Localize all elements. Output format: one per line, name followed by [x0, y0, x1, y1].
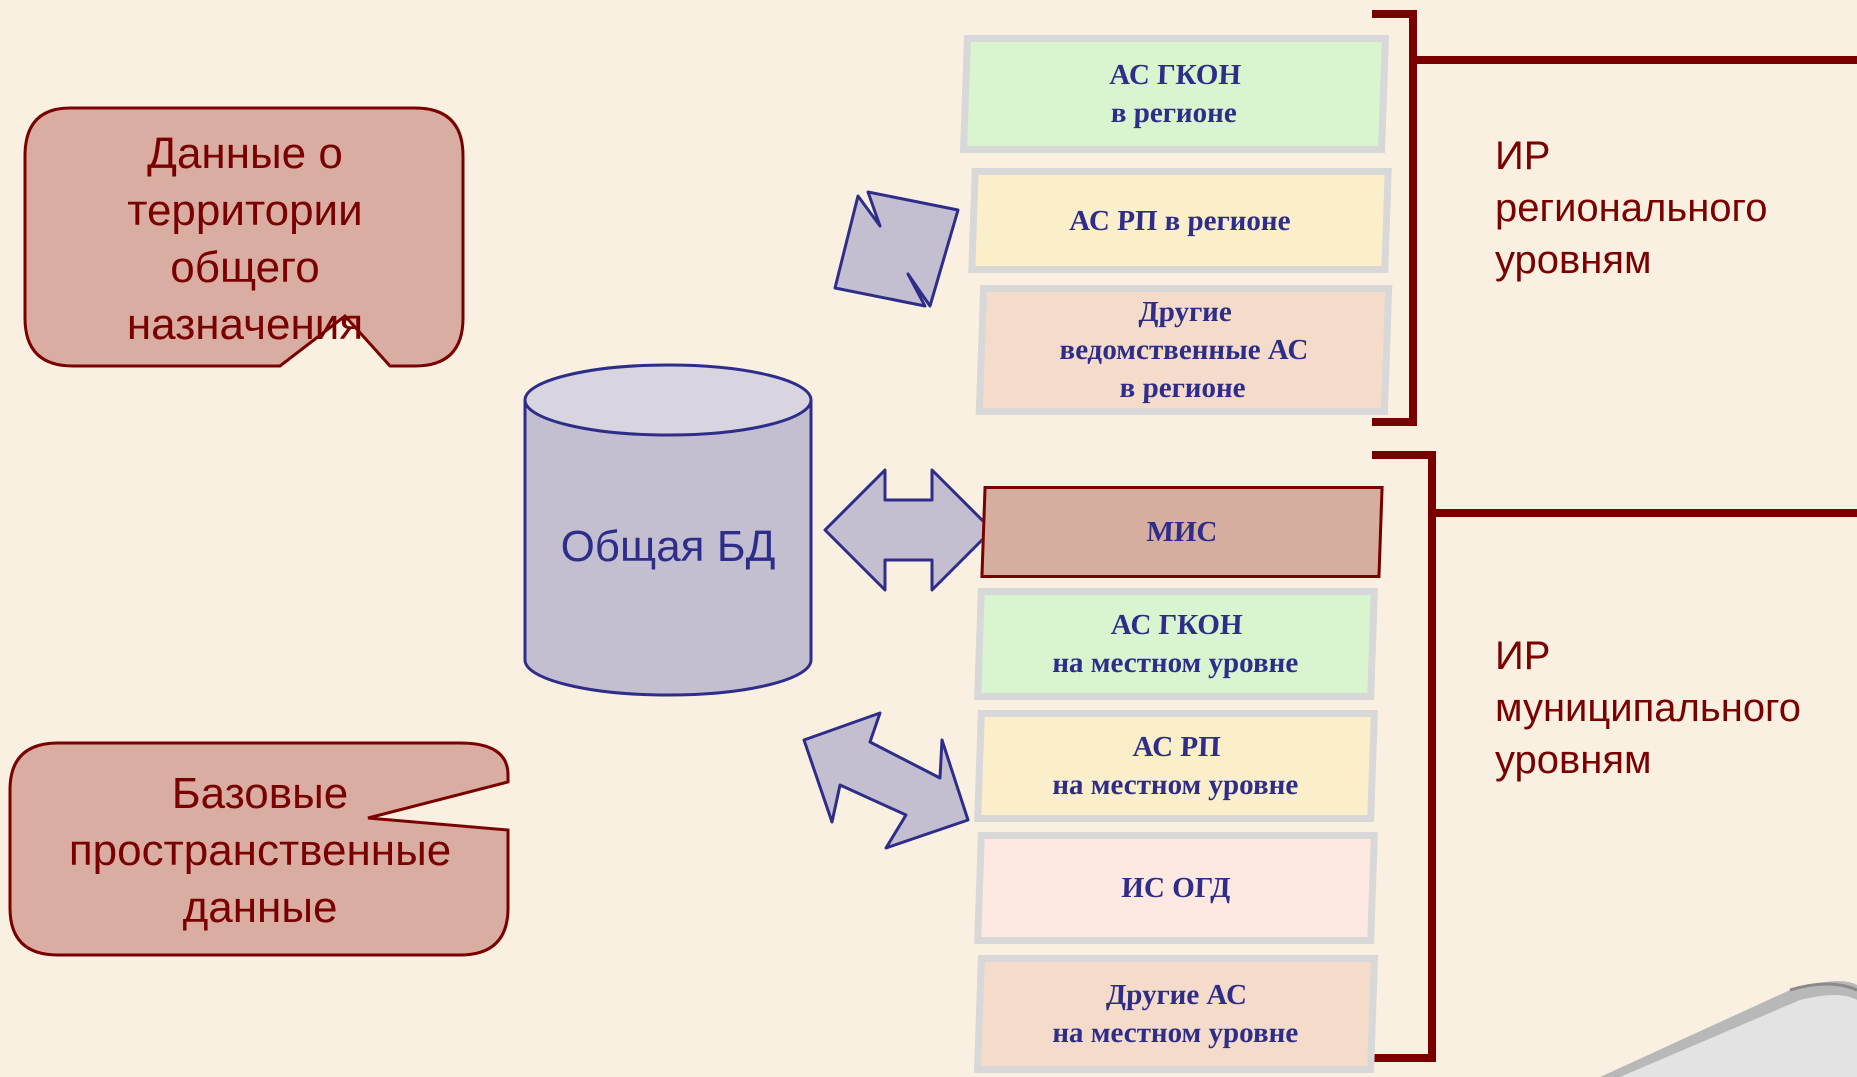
- callout-base-shape: [8, 741, 510, 957]
- system-box-regional-gkon: АС ГКОН в регионе: [959, 35, 1390, 153]
- arrow-upper: [833, 190, 960, 308]
- system-label: АС РП в регионе: [1068, 204, 1292, 237]
- system-label: МИС: [1146, 516, 1218, 548]
- system-box-municipal-ogd: ИС ОГД: [974, 832, 1378, 944]
- bracket-municipal: [1372, 451, 1857, 1062]
- system-label: Другие АС на местном уровне: [1051, 979, 1299, 1049]
- callout-territory: Данные о территории общего назначения: [126, 129, 364, 349]
- bracket-regional: [1372, 10, 1857, 426]
- callout-territory-shape: [23, 106, 465, 368]
- database-label: Общая БД: [560, 522, 776, 571]
- callout-base-spatial: Базовые пространственные данные: [68, 769, 452, 932]
- database-cylinder: [523, 363, 813, 697]
- system-label: АС ГКОН в регионе: [1108, 59, 1242, 129]
- level-label-regional: ИР регионального уровням: [1495, 134, 1768, 282]
- system-label: АС ГКОН на местном уровне: [1051, 609, 1299, 679]
- level-label-municipal: ИР муниципального уровням: [1495, 634, 1802, 782]
- pen-decoration: [1600, 981, 1857, 1077]
- system-box-municipal-other: Другие АС на местном уровне: [973, 955, 1379, 1073]
- system-label: АС РП на местном уровне: [1051, 731, 1299, 801]
- system-box-regional-other: Другие ведомственные АС в регионе: [975, 285, 1393, 415]
- system-label: ИС ОГД: [1120, 872, 1232, 904]
- system-label: Другие ведомственные АС в регионе: [1059, 296, 1309, 404]
- system-box-municipal-rp: АС РП на местном уровне: [974, 710, 1378, 822]
- arrow-middle: [823, 468, 994, 592]
- system-box-mis: МИС: [980, 486, 1384, 578]
- system-box-municipal-gkon: АС ГКОН на местном уровне: [974, 588, 1378, 700]
- system-box-regional-rp: АС РП в регионе: [968, 168, 1392, 273]
- arrow-lower: [802, 711, 970, 850]
